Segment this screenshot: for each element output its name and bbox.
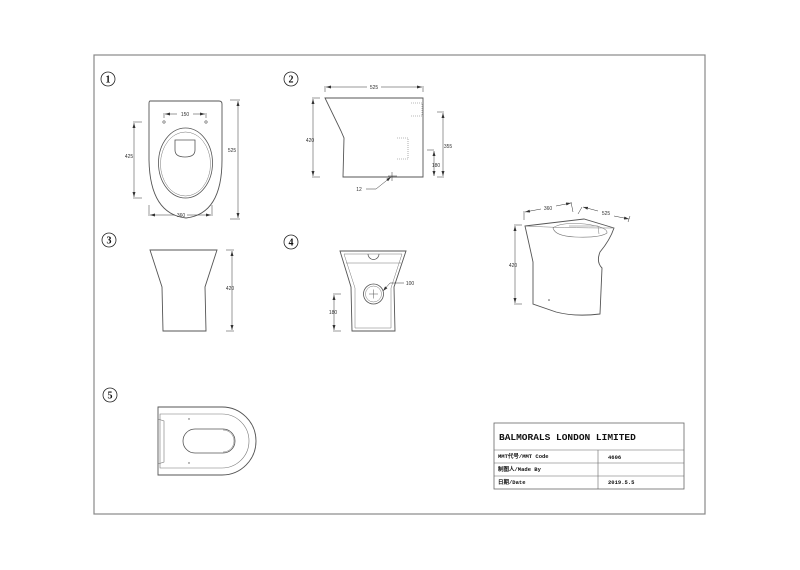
- code-label: MMT代号/MMT Code: [498, 452, 549, 460]
- made-by-label: 制图人/Made By: [498, 465, 542, 473]
- svg-text:2: 2: [289, 75, 294, 86]
- view-number-badge: 2: [283, 71, 299, 87]
- dim-length: 525: [602, 211, 611, 217]
- company-name: BALMORALS LONDON LIMITED: [499, 432, 636, 443]
- dim-outlet-height: 180: [329, 310, 338, 316]
- dim-height: 420: [226, 286, 235, 292]
- svg-text:4: 4: [289, 238, 294, 249]
- dim-width: 360: [544, 206, 553, 212]
- svg-text:3: 3: [107, 236, 112, 247]
- drawing-border: [93, 54, 706, 515]
- code-value: 4606: [608, 454, 621, 461]
- view-number-badge: 1: [100, 71, 116, 87]
- view-4-rear: 4 100 180: [283, 234, 415, 332]
- svg-text:5: 5: [108, 391, 113, 402]
- dim-length: 525: [370, 85, 379, 91]
- dim-hole-spacing: 150: [181, 112, 190, 118]
- view-number-badge: 5: [102, 387, 118, 403]
- dim-width: 360: [177, 213, 186, 219]
- date-value: 2019.5.5: [608, 479, 635, 486]
- view-5-plan: 5: [102, 387, 257, 476]
- date-label: 日期/Date: [498, 478, 526, 486]
- dim-height: 420: [509, 263, 518, 269]
- dim-outlet-diameter: 100: [406, 281, 415, 287]
- dim-outlet-height: 355: [444, 144, 453, 150]
- view-number-badge: 4: [283, 234, 299, 250]
- view-number-badge: 3: [101, 232, 117, 248]
- dim-overall-length: 525: [228, 148, 237, 154]
- dim-seat-length: 425: [125, 154, 134, 160]
- title-block: BALMORALS LONDON LIMITED MMT代号/MMT Code …: [493, 422, 685, 490]
- view-1-top: 1 150 425 525 360: [100, 71, 240, 220]
- dim-height: 420: [306, 138, 315, 144]
- isometric-view: 360 525 420: [509, 201, 631, 316]
- svg-text:1: 1: [106, 75, 111, 86]
- view-3-front: 3 420: [101, 232, 235, 332]
- dim-fixing: 12: [356, 187, 362, 193]
- dim-inlet-height: 180: [432, 163, 441, 169]
- view-2-side: 2 525 420 355 180 12: [283, 71, 453, 193]
